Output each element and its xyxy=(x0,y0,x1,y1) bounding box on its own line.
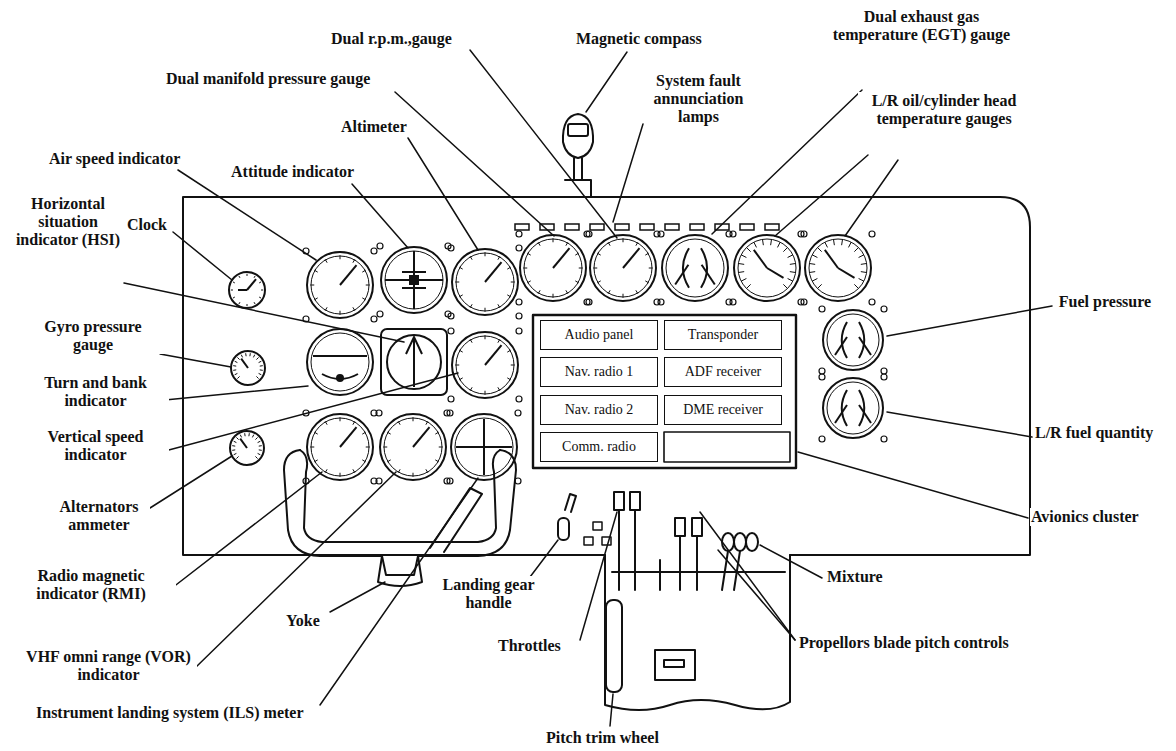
unit-name: Transponder xyxy=(688,327,758,343)
avionics-unit: Transponder xyxy=(664,320,782,350)
throttles xyxy=(614,492,640,590)
gauge-dial xyxy=(448,245,522,319)
gauge-dial xyxy=(303,410,377,484)
gauge-dial xyxy=(730,231,804,305)
annunciation-lamp xyxy=(565,224,579,230)
unit-name: DME receiver xyxy=(683,402,763,418)
gauge-dial xyxy=(307,329,373,395)
callout-label: Magnetic compass xyxy=(575,30,703,48)
annunciation-lamp xyxy=(515,224,529,230)
console-slot xyxy=(664,660,684,667)
callout-label: Radio magnetic indicator (RMI) xyxy=(6,567,176,603)
gear-lights xyxy=(584,522,611,545)
unit-name: Nav. radio 1 xyxy=(565,364,634,380)
annunciation-lamp xyxy=(540,224,554,230)
callout-label: Instrument landing system (ILS) meter xyxy=(35,704,305,722)
console-edge xyxy=(612,571,785,573)
avionics-unit: Comm. radio xyxy=(540,432,658,462)
callout-label: VHF omni range (VOR) indicator xyxy=(20,648,197,684)
callout-label: Alternators ammeter xyxy=(48,498,150,534)
gauge-dial xyxy=(819,306,887,374)
callout-label: L/R oil/cylinder head temperature gauges xyxy=(858,92,1030,128)
callout-label: Propellors blade pitch controls xyxy=(798,634,1010,652)
avionics-unit: Nav. radio 1 xyxy=(540,357,658,387)
callout-label: Avionics cluster xyxy=(1030,508,1140,526)
callout-label: L/R fuel quantity xyxy=(1034,424,1154,442)
unit-name: ADF receiver xyxy=(685,364,762,380)
avionics-unit: DME receiver xyxy=(664,395,782,425)
panel-outline xyxy=(183,197,1030,555)
annunciation-lamp xyxy=(690,224,704,230)
gauge-dial xyxy=(516,231,590,305)
annunciation-lamp xyxy=(765,224,779,230)
callout-label: Throttles xyxy=(497,637,562,655)
unit-name: Nav. radio 2 xyxy=(565,402,634,418)
annunciation-lamp xyxy=(715,224,729,230)
gauge-dial xyxy=(231,351,265,385)
callout-label: Yoke xyxy=(285,612,321,630)
callout-label: Dual manifold pressure gauge xyxy=(165,70,371,88)
gauge-dial xyxy=(376,410,450,484)
callout-label: Landing gear handle xyxy=(440,576,537,612)
callout-label: Clock xyxy=(126,216,168,234)
gauge-dial xyxy=(586,231,660,305)
gauge-dial xyxy=(819,374,887,442)
avionics-cluster xyxy=(533,315,796,468)
callout-label: Dual r.p.m.,gauge xyxy=(330,30,453,48)
annunciation-lamp xyxy=(590,224,604,230)
gauge-dial xyxy=(377,243,451,317)
callout-label: Horizontal situation indicator (HSI) xyxy=(8,195,128,249)
blank-avionics-slot xyxy=(664,432,790,462)
callout-label: Dual exhaust gas temperature (EGT) gauge xyxy=(828,8,1015,44)
gauge-dial xyxy=(801,231,875,305)
callout-label: Mixture xyxy=(826,568,884,586)
pitch-trim-wheel xyxy=(606,600,622,692)
callout-label: Turn and bank indicator xyxy=(22,374,169,410)
annunciation-lamp xyxy=(665,224,679,230)
gauge-dial xyxy=(229,272,265,308)
callout-label: Air speed indicator xyxy=(48,150,181,168)
callout-label: Gyro pressure gauge xyxy=(22,318,164,354)
yoke xyxy=(284,450,516,586)
gauge-dial xyxy=(658,231,732,305)
gauge-dial xyxy=(448,328,522,402)
annunciation-lamp xyxy=(640,224,654,230)
avionics-unit: ADF receiver xyxy=(664,357,782,387)
landing-gear-handle xyxy=(558,494,576,540)
unit-name: Comm. radio xyxy=(562,439,636,455)
avionics-unit: Nav. radio 2 xyxy=(540,395,658,425)
callout-label: Attitude indicator xyxy=(230,163,355,181)
callout-label: System fault annunciation lamps xyxy=(645,72,752,126)
callout-label: Altimeter xyxy=(340,118,408,136)
callout-label: Vertical speed indicator xyxy=(22,428,169,464)
annunciation-lamp xyxy=(740,224,754,230)
console-plate xyxy=(655,650,695,680)
unit-name: Audio panel xyxy=(565,327,634,343)
callout-label: Fuel pressure xyxy=(1054,293,1156,311)
gauge-dial xyxy=(381,329,447,395)
gauge-dial xyxy=(230,431,264,465)
leader-lines xyxy=(124,50,1052,726)
gauge-dial xyxy=(303,248,377,322)
propeller-controls xyxy=(660,518,702,590)
magnetic-compass xyxy=(563,114,593,197)
callout-label: Pitch trim wheel xyxy=(545,729,660,747)
avionics-unit: Audio panel xyxy=(540,320,658,350)
gauge-dial xyxy=(447,410,521,484)
annunciation-lamp xyxy=(615,224,629,230)
